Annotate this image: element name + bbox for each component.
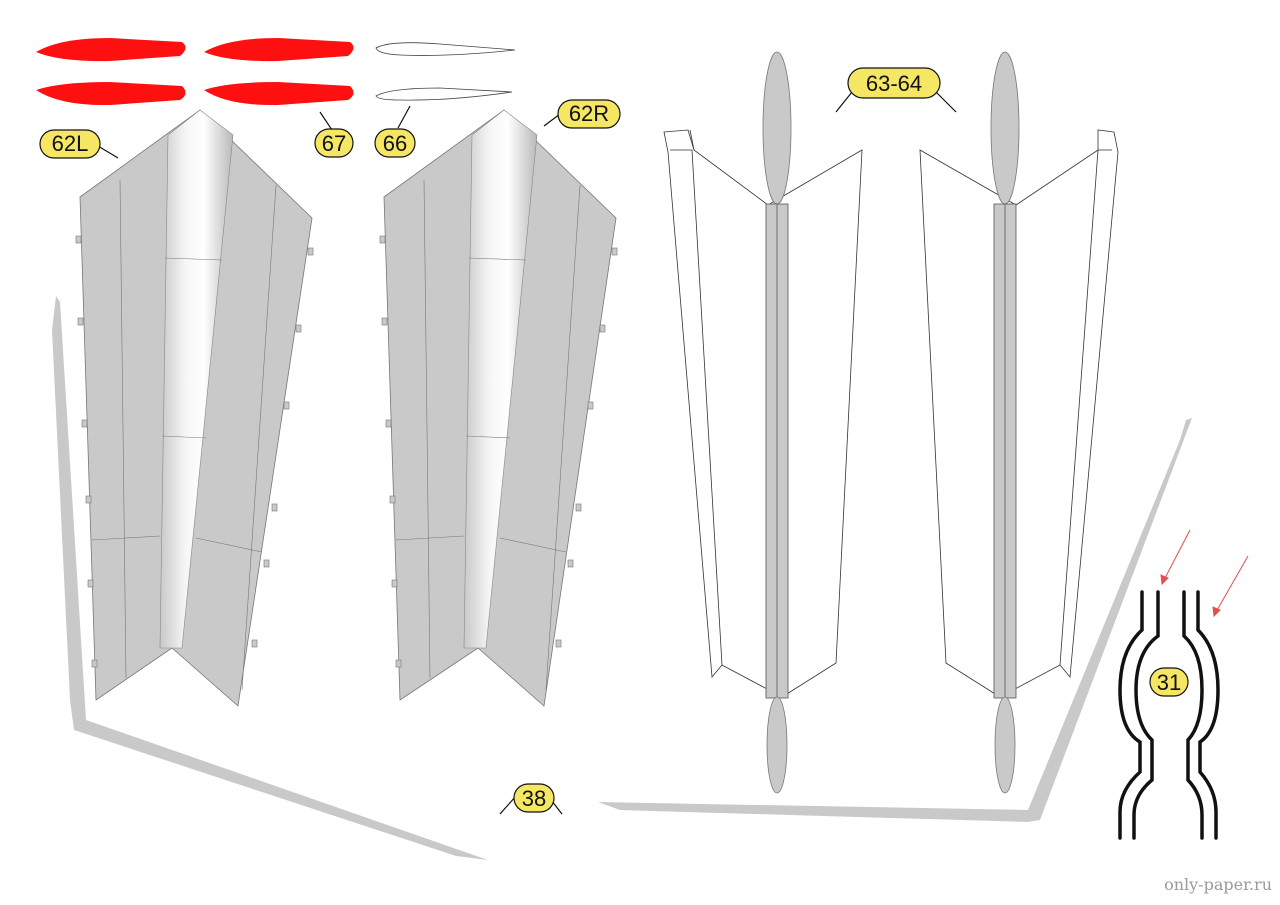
red-strips-part-67 (36, 38, 354, 106)
label-31: 31 (1149, 667, 1189, 697)
strip-38-right (598, 418, 1192, 822)
wing-62L-tube (159, 109, 234, 649)
label-38-text: 38 (522, 786, 546, 811)
wing-62R (379, 109, 618, 707)
arrows (1160, 529, 1249, 618)
label-67: 67 (314, 111, 354, 158)
label-62L-text: 62L (52, 131, 89, 156)
label-38: 38 (499, 783, 563, 815)
fin-left-spine-top (762, 51, 792, 205)
outline-strips-part-66 (375, 42, 516, 101)
label-66-text: 66 (383, 131, 407, 156)
wing-62R-tube (463, 109, 538, 649)
wire-part-31 (1118, 590, 1220, 840)
label-63-64: 63-64 (835, 67, 957, 113)
fin-right-spine-top (990, 51, 1020, 205)
wing-62L (75, 109, 314, 707)
label-62R: 62R (543, 99, 621, 129)
fin-right-spine-bottom (994, 696, 1016, 794)
label-62R-text: 62R (569, 101, 609, 126)
red-strip-3 (36, 82, 186, 106)
outline-strip-2 (375, 87, 513, 101)
red-strip-2 (204, 38, 354, 62)
label-66: 66 (374, 105, 416, 158)
fin-left-spine-bottom (766, 696, 788, 794)
red-strip-4 (204, 82, 354, 106)
fin-left (663, 51, 863, 794)
label-63-64-text: 63-64 (866, 71, 922, 96)
watermark: only-paper.ru (1164, 875, 1272, 894)
label-62L: 62L (39, 129, 119, 159)
fin-right (919, 51, 1119, 794)
red-strip-1 (36, 38, 186, 62)
outline-strip-1 (375, 42, 516, 56)
label-67-text: 67 (322, 131, 346, 156)
label-31-text: 31 (1157, 670, 1181, 695)
